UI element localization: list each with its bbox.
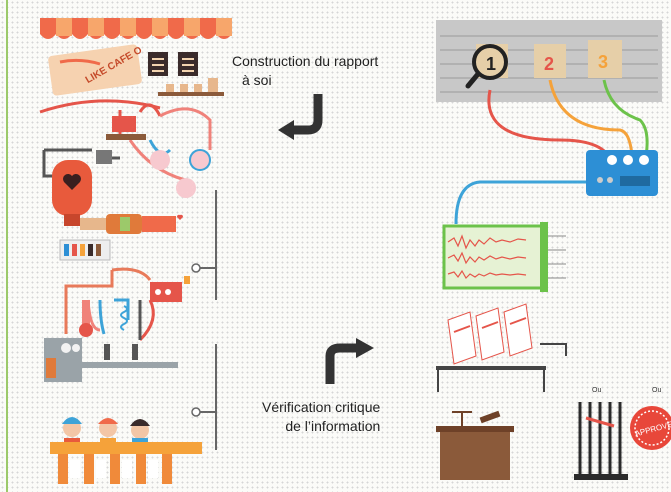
lab-box bbox=[79, 276, 190, 337]
label-self-relation: Construction du rapport à soi bbox=[232, 52, 378, 90]
detector-device bbox=[586, 150, 658, 196]
left-border-line bbox=[6, 0, 8, 492]
color-tubes bbox=[59, 239, 111, 261]
lineup-number-2: 2 bbox=[544, 54, 554, 74]
magnifier-icon bbox=[465, 44, 508, 89]
lineup-number-3: 3 bbox=[598, 52, 608, 72]
heart-tank bbox=[52, 160, 92, 226]
coffee-machine bbox=[96, 116, 146, 164]
label-self-relation-line2: à soi bbox=[242, 72, 272, 88]
people-at-bar bbox=[62, 417, 150, 444]
label-critical-check-line1: Vérification critique bbox=[262, 399, 381, 415]
jail-cell: Ou Ou bbox=[574, 387, 661, 480]
document-stacks bbox=[436, 303, 567, 392]
face-bulbs bbox=[150, 149, 211, 198]
menu-boards bbox=[148, 52, 198, 76]
label-critical-check: Vérification critique de l’information bbox=[262, 398, 380, 436]
approved-stamp-icon: APPROVED bbox=[630, 406, 671, 450]
ou-label-left: Ou bbox=[592, 387, 601, 394]
judge-desk bbox=[436, 410, 514, 480]
label-self-relation-line1: Construction du rapport bbox=[232, 53, 379, 69]
branch-lines bbox=[198, 190, 217, 450]
ou-label-right: Ou bbox=[652, 387, 661, 394]
cafe-sign: LIKE CAFE O bbox=[48, 44, 144, 96]
cup-shelf bbox=[158, 78, 224, 96]
seismograph bbox=[442, 222, 566, 292]
arrow-right-icon bbox=[325, 338, 374, 384]
label-critical-check-line2: de l’information bbox=[285, 418, 381, 434]
cafe-awning bbox=[40, 18, 232, 39]
machine-counter bbox=[44, 338, 178, 382]
bar-counter bbox=[50, 442, 202, 484]
lineup-number-1: 1 bbox=[486, 54, 496, 74]
lab-spring bbox=[120, 305, 128, 331]
arrow-left-icon bbox=[278, 94, 323, 140]
connector-pipe bbox=[80, 214, 184, 234]
lineup-board: 1 2 3 bbox=[436, 20, 662, 102]
branch-nodes bbox=[191, 263, 201, 417]
evidence-wires bbox=[454, 79, 649, 225]
lab-apparatus bbox=[64, 267, 155, 342]
